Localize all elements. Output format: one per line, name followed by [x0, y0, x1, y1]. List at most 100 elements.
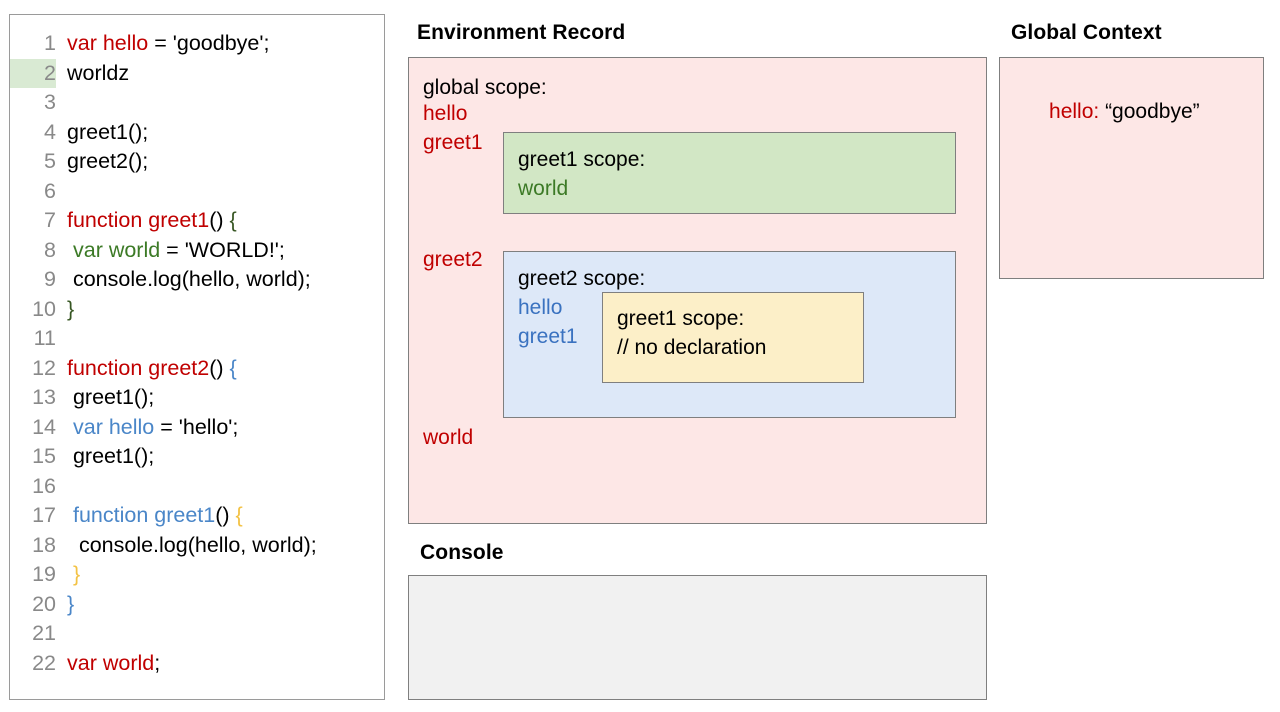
- code-line[interactable]: 15 greet1();: [10, 442, 384, 472]
- line-number: 15: [32, 444, 56, 468]
- line-number: 9: [44, 267, 56, 291]
- line-number: 18: [32, 532, 56, 557]
- console-output-panel[interactable]: [408, 575, 987, 700]
- code-line[interactable]: 11: [10, 324, 384, 354]
- greet2-scope-box: greet2 scope: hello greet1 greet1 scope:…: [503, 251, 956, 418]
- code-line[interactable]: 10}: [10, 295, 384, 325]
- code-token: var world: [67, 650, 155, 675]
- inner-greet1-scope-box: greet1 scope: // no declaration: [602, 292, 864, 383]
- greet1-scope-title: greet1 scope:: [518, 148, 646, 171]
- global-context-title: Global Context: [1011, 21, 1162, 44]
- greet1-scope-box: greet1 scope: world: [503, 132, 956, 214]
- line-number: 19: [32, 562, 56, 586]
- code-token: {: [229, 208, 237, 232]
- greet1-scope-binding-world: world: [518, 177, 569, 200]
- code-token: ;: [154, 650, 161, 675]
- line-number: 20: [32, 591, 56, 616]
- code-token: = 'goodbye';: [148, 31, 270, 55]
- line-number: 5: [44, 149, 56, 173]
- code-token: (): [215, 503, 236, 527]
- line-number: 4: [44, 119, 56, 144]
- code-line[interactable]: 8 var world = 'WORLD!';: [10, 236, 384, 266]
- code-line[interactable]: 9 console.log(hello, world);: [10, 265, 384, 295]
- code-token: = 'hello';: [154, 414, 239, 439]
- code-line[interactable]: 13 greet1();: [10, 383, 384, 413]
- code-line-text: function greet2() {: [56, 354, 237, 384]
- code-line[interactable]: 3: [10, 88, 384, 118]
- line-number: 21: [32, 621, 56, 645]
- code-token: greet1();: [67, 385, 155, 409]
- code-line-text: var hello = 'goodbye';: [56, 29, 269, 59]
- code-line[interactable]: 2 worldz: [10, 58, 384, 89]
- code-token: greet2();: [67, 149, 149, 173]
- code-token: {: [235, 503, 243, 527]
- code-token: var world: [72, 237, 161, 262]
- code-line-text: greet1();: [56, 118, 148, 148]
- code-token: {: [229, 355, 237, 380]
- code-line[interactable]: 5 greet2();: [10, 147, 384, 177]
- code-token: (): [209, 208, 230, 232]
- line-number: 22: [32, 650, 56, 675]
- code-token: }: [67, 296, 75, 321]
- line-number: 2: [10, 58, 56, 88]
- line-number: 16: [32, 473, 56, 498]
- code-line-text: }: [56, 295, 74, 325]
- code-token: function greet2: [67, 355, 210, 380]
- code-line[interactable]: 20}: [10, 590, 384, 620]
- global-binding-world: world: [423, 426, 474, 449]
- line-number: 13: [32, 385, 56, 409]
- code-token: = 'WORLD!';: [160, 237, 285, 262]
- global-binding-greet1: greet1: [423, 131, 483, 154]
- code-token: console.log(hello, world);: [67, 267, 311, 291]
- code-token: worldz: [67, 60, 130, 85]
- code-line[interactable]: 21: [10, 619, 384, 649]
- global-scope-label: global scope:: [423, 76, 547, 99]
- global-context-entry-key: hello:: [1049, 100, 1100, 123]
- code-line[interactable]: 14 var hello = 'hello';: [10, 413, 384, 443]
- code-line-text: greet1();: [56, 442, 154, 472]
- code-line[interactable]: 22 var world;: [10, 649, 384, 679]
- line-number: 8: [44, 237, 56, 262]
- global-context-panel: hello: “goodbye”: [999, 57, 1264, 279]
- code-token: function greet1: [72, 503, 216, 527]
- code-line-text: var world = 'WORLD!';: [56, 236, 285, 266]
- global-binding-hello: hello: [423, 102, 468, 125]
- code-token: }: [67, 591, 75, 616]
- code-line-text: console.log(hello, world);: [56, 531, 317, 561]
- line-number: 11: [33, 326, 56, 350]
- code-token: function greet1: [67, 208, 210, 232]
- code-token: greet1();: [67, 444, 155, 468]
- code-line[interactable]: 16: [10, 472, 384, 502]
- global-context-entry-value: “goodbye”: [1105, 100, 1200, 123]
- line-number: 7: [44, 208, 56, 232]
- line-number: 17: [32, 503, 56, 527]
- code-line-text: }: [56, 560, 80, 590]
- greet2-scope-binding-greet1: greet1: [518, 325, 578, 348]
- code-line[interactable]: 18 console.log(hello, world);: [10, 531, 384, 561]
- code-token: console.log(hello, world);: [67, 532, 317, 557]
- code-token: (): [209, 355, 230, 380]
- global-binding-greet2: greet2: [423, 248, 483, 271]
- line-number: 3: [44, 90, 56, 114]
- code-line-text: function greet1() {: [56, 206, 237, 236]
- environment-record-title: Environment Record: [417, 21, 626, 44]
- line-number: 1: [44, 31, 56, 55]
- inner-greet1-scope-title: greet1 scope:: [617, 307, 745, 330]
- line-number: 14: [32, 414, 56, 439]
- code-line[interactable]: 6: [10, 177, 384, 207]
- code-line[interactable]: 19 }: [10, 560, 384, 590]
- code-line-text: worldz: [56, 59, 129, 89]
- code-line-text: greet1();: [56, 383, 154, 413]
- line-number: 12: [32, 355, 56, 380]
- line-number: 6: [44, 178, 56, 203]
- code-token: }: [72, 562, 81, 586]
- code-line[interactable]: 17 function greet1() {: [10, 501, 384, 531]
- global-context-entry: hello: “goodbye”: [1014, 76, 1200, 148]
